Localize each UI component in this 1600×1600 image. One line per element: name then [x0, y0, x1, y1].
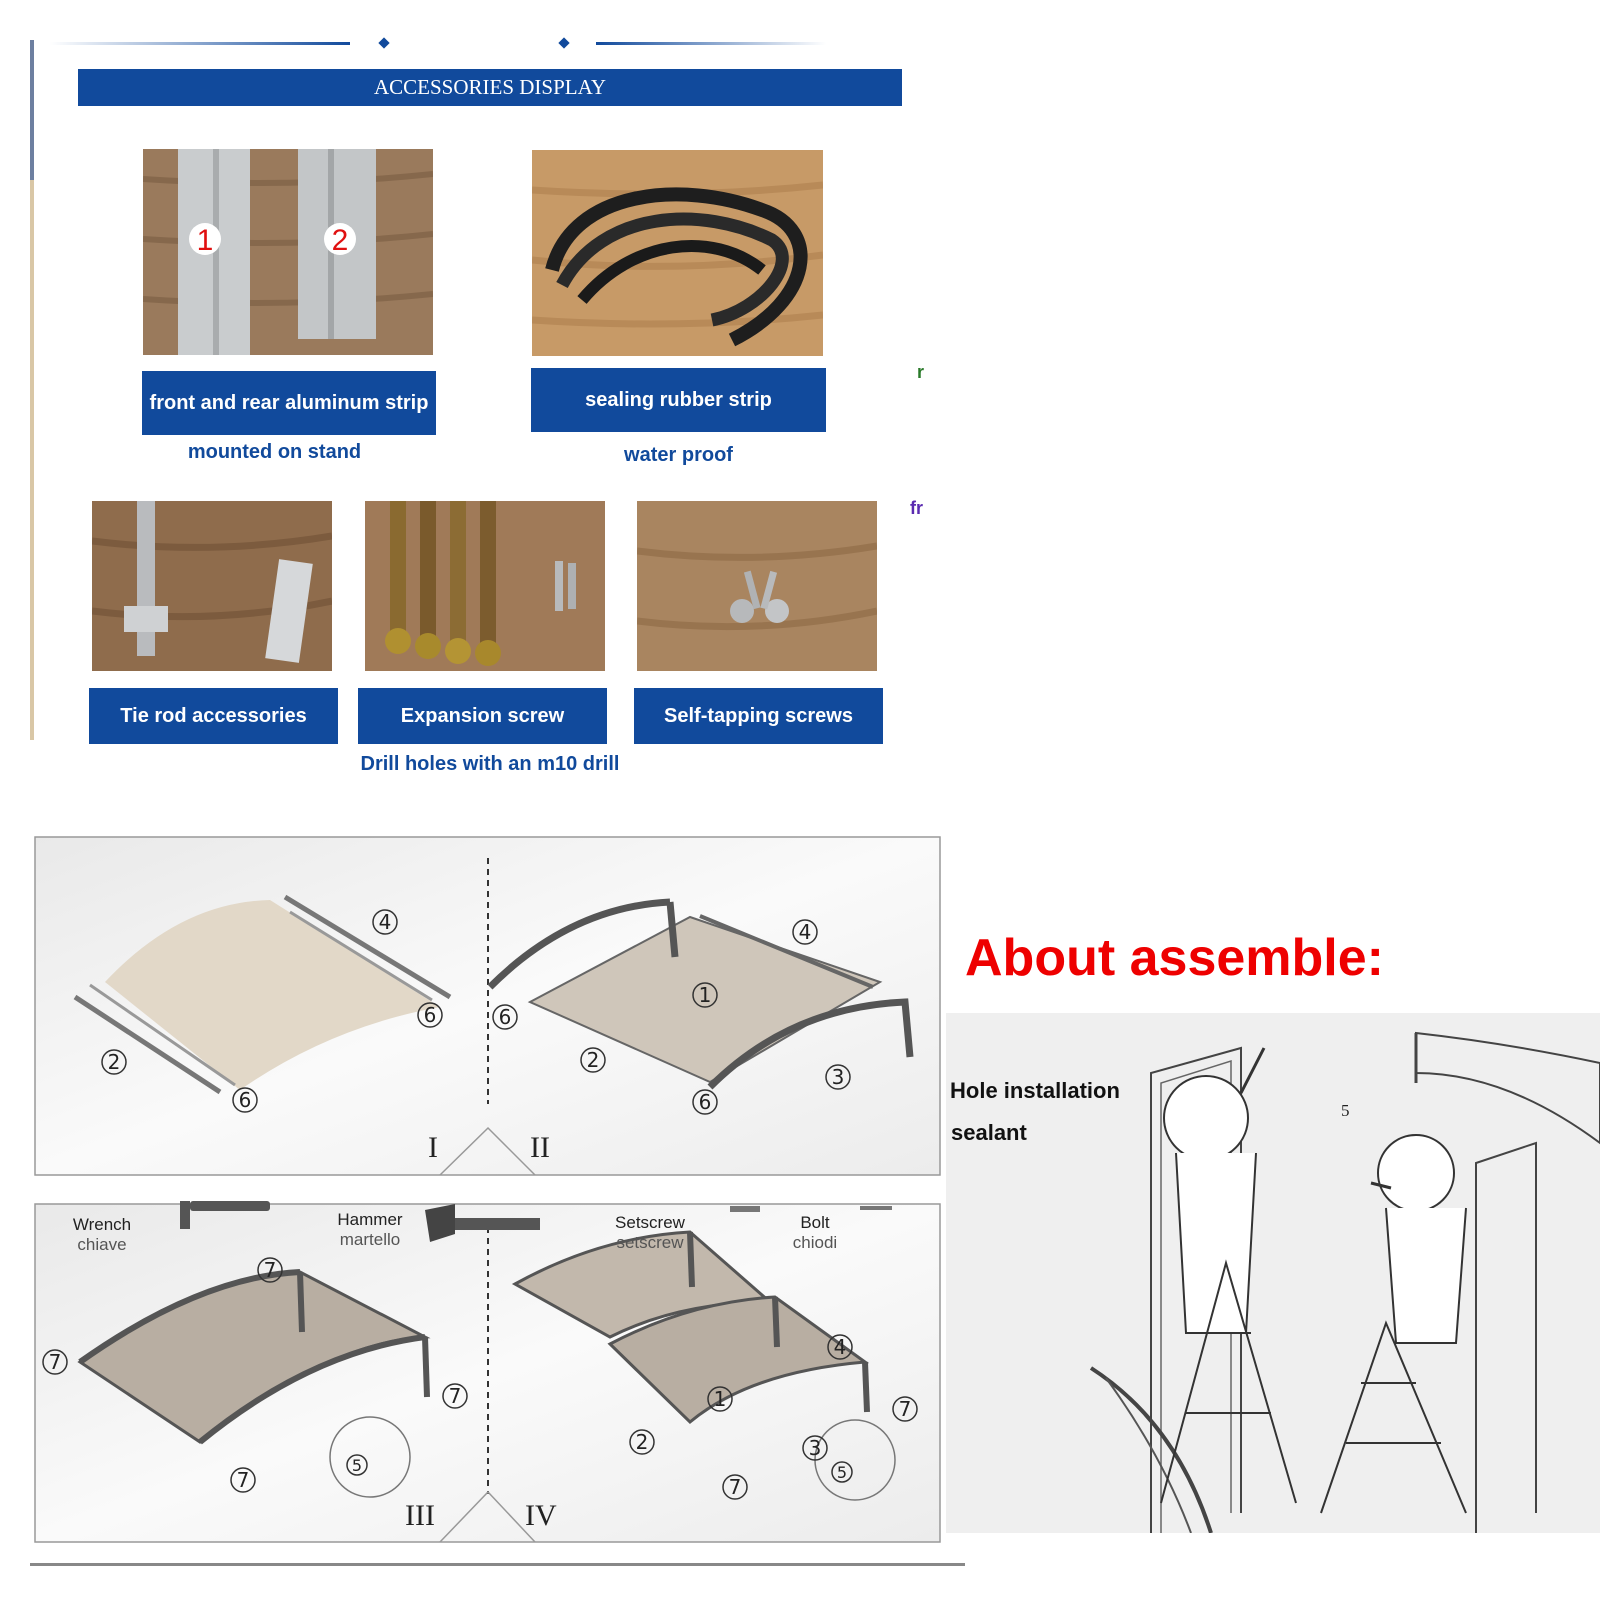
step1-sheet [105, 900, 440, 1090]
step2-sheet [527, 915, 883, 1084]
tool-bolt: Bolt chiodi [792, 1213, 838, 1252]
decorative-rule [50, 37, 826, 49]
tie-rod-photo [92, 501, 332, 671]
stray-text-r: r [917, 362, 925, 382]
wrench-icon [180, 1201, 270, 1229]
bolt-icon [860, 1206, 892, 1210]
svg-text:7: 7 [237, 1468, 250, 1492]
numeral-II: II [530, 1131, 550, 1164]
strip-mark-1: 1 [197, 224, 214, 257]
label-aluminum-strip: front and rear aluminum strip [142, 371, 436, 435]
label-expansion-screw: Expansion screw [358, 688, 607, 744]
note-hole-installation: Hole installation [950, 1078, 1120, 1104]
note-sealant: sealant [951, 1120, 1027, 1145]
label-tie-rod: Tie rod accessories [89, 688, 338, 744]
self-tapping-screw-photo [637, 501, 877, 671]
svg-text:2: 2 [108, 1050, 121, 1074]
hammer-icon [425, 1204, 540, 1242]
caption-water-proof: water proof [624, 444, 733, 466]
svg-text:3: 3 [809, 1436, 822, 1460]
illustration-callout-5: 5 [1341, 1101, 1350, 1120]
numeral-III: III [405, 1499, 435, 1532]
svg-text:7: 7 [899, 1397, 912, 1421]
svg-text:3: 3 [832, 1065, 845, 1089]
svg-text:7: 7 [729, 1475, 742, 1499]
step-callouts [42, 909, 918, 1500]
bottom-divider [30, 1563, 965, 1566]
caption-drill-holes: Drill holes with an m10 drill [360, 753, 620, 775]
svg-text:6: 6 [699, 1090, 712, 1114]
svg-text:7: 7 [264, 1258, 277, 1282]
steps-svg: I II III IV 4 6 2 6 4 1 6 2 3 [34, 836, 941, 1543]
left-edge-strip [30, 40, 34, 180]
svg-text:6: 6 [424, 1003, 437, 1027]
tool-setscrew: Setscrew setscrew [615, 1213, 685, 1252]
rubber-strip-photo [532, 150, 823, 356]
tool-wrench: Wrench chiave [72, 1215, 132, 1254]
numeral-IV: IV [525, 1499, 557, 1532]
svg-text:5: 5 [837, 1463, 847, 1482]
left-edge-wood [30, 180, 34, 740]
setscrew-icon [730, 1206, 760, 1212]
svg-text:4: 4 [799, 920, 812, 944]
strip-mark-2: 2 [332, 224, 349, 257]
svg-text:1: 1 [714, 1387, 727, 1411]
svg-text:2: 2 [587, 1048, 600, 1072]
svg-text:7: 7 [49, 1350, 62, 1374]
step4-canopy-back [511, 1230, 774, 1339]
svg-text:5: 5 [352, 1456, 362, 1475]
label-self-tapping-screws: Self-tapping screws [634, 688, 883, 744]
svg-text:6: 6 [239, 1088, 252, 1112]
numeral-I: I [428, 1131, 438, 1164]
caption-mounted-on-stand: mounted on stand [187, 441, 362, 463]
svg-text:7: 7 [449, 1384, 462, 1408]
svg-text:4: 4 [379, 910, 392, 934]
label-rubber-strip: sealing rubber strip [531, 368, 826, 432]
svg-text:4: 4 [834, 1335, 847, 1359]
tool-hammer: Hammer martello [337, 1210, 403, 1249]
section-title: ACCESSORIES DISPLAY [78, 69, 902, 106]
stray-text-fr: fr [910, 498, 923, 518]
expansion-screw-photo [365, 501, 605, 671]
step-callout-labels: 4 6 2 6 4 1 6 2 3 6 7 7 7 7 4 1 7 2 3 7 … [49, 910, 912, 1499]
about-assemble-heading: About assemble: [965, 929, 1384, 987]
aluminum-strip-photo: 1 2 [143, 149, 433, 355]
svg-text:6: 6 [499, 1005, 512, 1029]
svg-text:1: 1 [699, 983, 712, 1007]
svg-text:2: 2 [636, 1430, 649, 1454]
